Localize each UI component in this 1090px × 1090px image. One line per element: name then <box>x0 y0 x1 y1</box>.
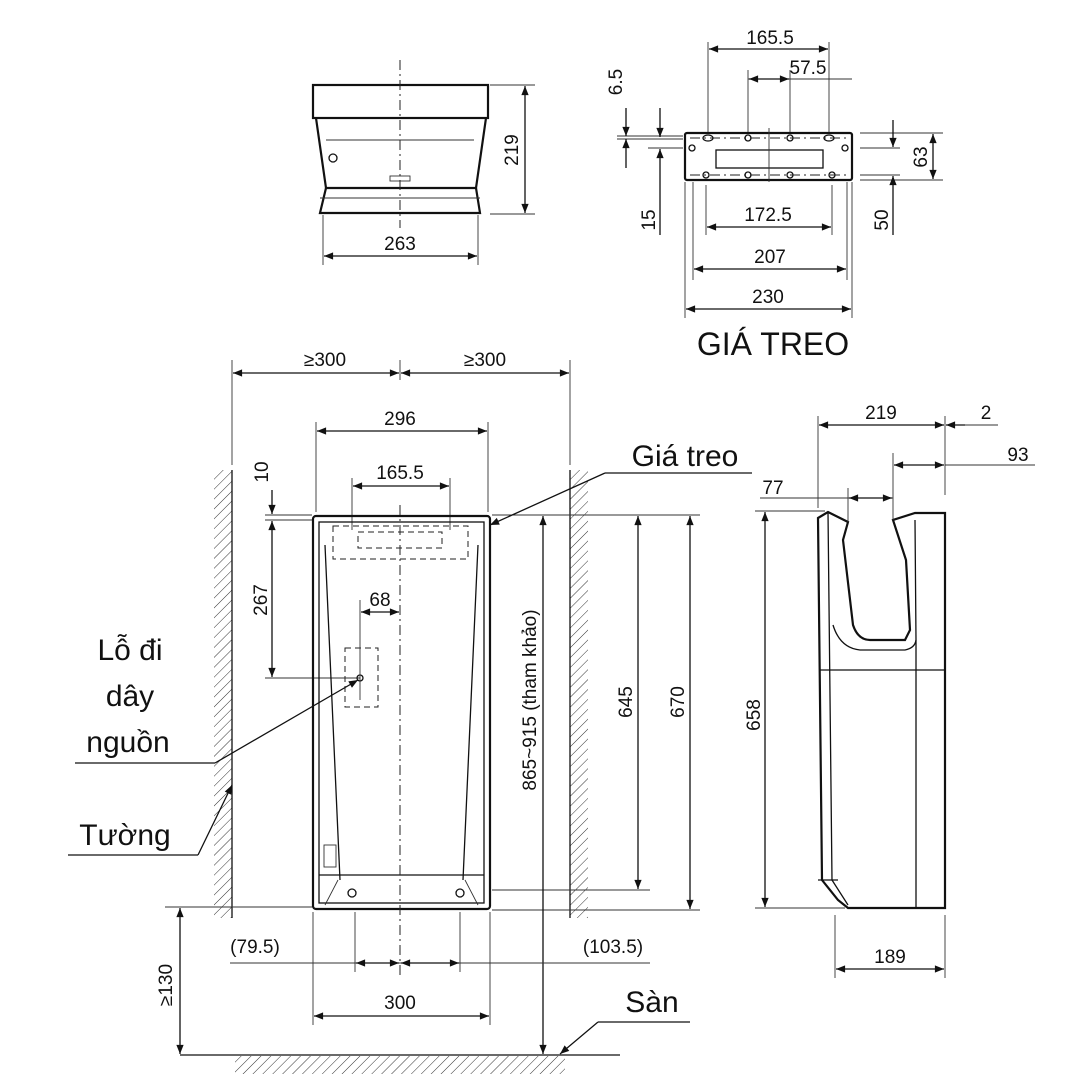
side-dim-658: 658 <box>744 699 765 731</box>
side-dim-93: 93 <box>1007 445 1028 466</box>
dryer-side-outline <box>816 510 947 910</box>
width-300: 300 <box>384 993 416 1014</box>
bracket-dim-57-5: 57.5 <box>790 58 827 79</box>
side-dim-77: 77 <box>762 478 783 499</box>
side-dim-2: 2 <box>981 403 992 424</box>
clearance-right: ≥300 <box>464 350 506 371</box>
dim-670: 670 <box>668 686 689 718</box>
floor-clearance: ≥130 <box>156 964 177 1006</box>
bracket-view: 165.5 57.5 6.5 15 172.5 207 230 63 50 GI… <box>606 28 943 362</box>
top-width-dim: 263 <box>384 234 416 255</box>
floor-hatch <box>235 1056 565 1074</box>
label-cable-hole-1: Lỗ đi <box>97 634 162 667</box>
cable-hole-area <box>344 647 379 708</box>
bracket-width-165-5: 165.5 <box>376 463 424 484</box>
sensor-icon <box>328 153 338 163</box>
width-296: 296 <box>384 409 416 430</box>
dim-267: 267 <box>251 584 272 616</box>
bracket-dim-6-5: 6.5 <box>606 69 627 95</box>
dim-68: 68 <box>369 590 390 611</box>
bracket-dim-207: 207 <box>754 247 786 268</box>
side-view: 219 2 93 77 658 189 <box>744 403 1035 978</box>
clearance-left: ≥300 <box>304 350 346 371</box>
left-wall <box>214 470 232 918</box>
bracket-dim-230: 230 <box>752 287 784 308</box>
side-dim-219: 219 <box>865 403 897 424</box>
label-floor: Sàn <box>625 986 678 1019</box>
dryer-body <box>311 514 492 911</box>
dim-10: 10 <box>252 461 273 482</box>
label-bracket: Giá treo <box>632 440 739 473</box>
bracket-dim-50: 50 <box>872 209 893 230</box>
bracket-dim-172-5: 172.5 <box>744 205 792 226</box>
label-cable-hole-3: nguồn <box>86 726 169 759</box>
bracket-dim-63: 63 <box>911 146 932 167</box>
top-view: 219 263 <box>311 60 535 265</box>
side-dim-189: 189 <box>874 947 906 968</box>
front-view: ≥300 ≥300 296 165.5 10 267 68 <box>68 350 752 1074</box>
top-depth-dim: 219 <box>502 134 523 166</box>
bracket-dim-15: 15 <box>639 209 660 230</box>
bracket-title: GIÁ TREO <box>697 326 849 362</box>
height-reference: 865~915 (tham khảo) <box>520 609 541 790</box>
offset-right: (103.5) <box>583 937 643 958</box>
label-wall: Tường <box>79 819 170 852</box>
label-cable-hole-2: dây <box>106 680 154 713</box>
offset-left: (79.5) <box>230 937 280 958</box>
dim-645: 645 <box>616 686 637 718</box>
bracket-dim-165-5: 165.5 <box>746 28 794 49</box>
right-wall <box>570 470 588 918</box>
